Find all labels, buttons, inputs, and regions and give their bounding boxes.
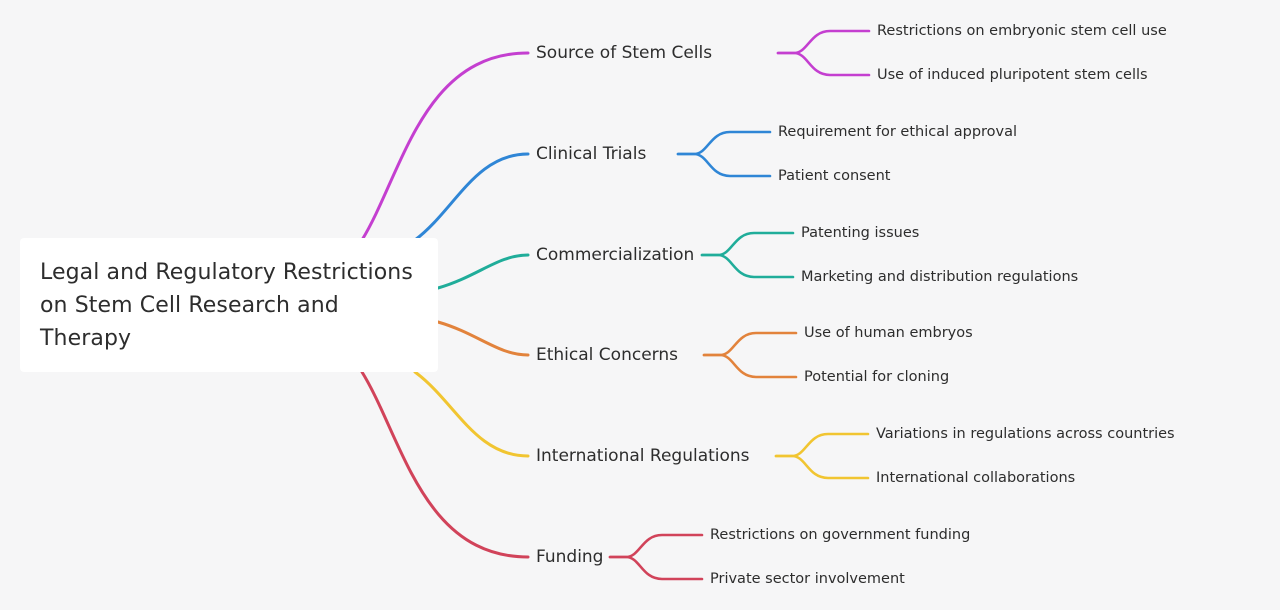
- branch-topic[interactable]: Funding: [536, 547, 604, 567]
- leaf-connector: [774, 454, 870, 480]
- root-topic[interactable]: Legal and Regulatory Restrictions on Ste…: [20, 238, 438, 372]
- root-topic-title: Legal and Regulatory Restrictions on Ste…: [40, 260, 413, 351]
- leaf-connector: [774, 432, 870, 458]
- leaf-topic[interactable]: International collaborations: [876, 470, 1076, 486]
- leaf-topic[interactable]: Variations in regulations across countri…: [876, 426, 1175, 442]
- branch-connector: [413, 370, 530, 458]
- branch-connector: [436, 253, 530, 290]
- leaf-connector: [676, 130, 772, 156]
- branch-connector: [360, 370, 530, 559]
- leaf-topic[interactable]: Marketing and distribution regulations: [801, 269, 1079, 285]
- leaf-connector: [776, 51, 871, 77]
- leaf-topic[interactable]: Potential for cloning: [804, 369, 950, 385]
- leaf-topic[interactable]: Restrictions on government funding: [710, 527, 971, 543]
- branch-connector: [413, 152, 530, 242]
- branch-topic[interactable]: International Regulations: [536, 446, 750, 466]
- leaf-connector: [676, 152, 772, 178]
- leaf-topic[interactable]: Patient consent: [778, 168, 891, 184]
- leaf-topic[interactable]: Use of human embryos: [804, 325, 973, 341]
- leaf-connector: [700, 253, 795, 279]
- leaf-topic[interactable]: Restrictions on embryonic stem cell use: [877, 23, 1167, 39]
- leaf-connector: [776, 29, 871, 55]
- leaf-topic[interactable]: Requirement for ethical approval: [778, 124, 1018, 140]
- leaf-topic[interactable]: Use of induced pluripotent stem cells: [877, 67, 1148, 83]
- branch-topic[interactable]: Ethical Concerns: [536, 345, 678, 365]
- leaf-topic[interactable]: Patenting issues: [801, 225, 920, 241]
- branch-connector: [436, 320, 530, 357]
- leaf-topic[interactable]: Private sector involvement: [710, 571, 905, 587]
- branch-topic[interactable]: Clinical Trials: [536, 144, 647, 164]
- branch-topic[interactable]: Source of Stem Cells: [536, 43, 713, 63]
- leaf-connector: [702, 331, 798, 357]
- branch-connector: [360, 51, 530, 242]
- leaf-connector: [608, 555, 704, 581]
- branch-topic[interactable]: Commercialization: [536, 245, 695, 265]
- leaf-connector: [700, 231, 795, 257]
- leaf-connector: [702, 353, 798, 379]
- leaf-connector: [608, 533, 704, 559]
